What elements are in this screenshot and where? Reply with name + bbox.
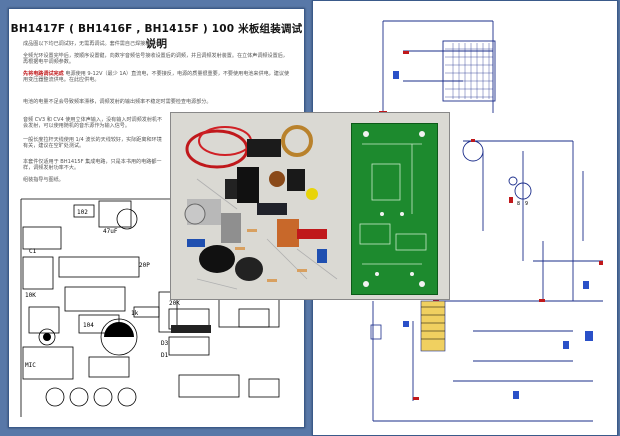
- svg-text:102: 102: [77, 209, 88, 216]
- paragraph-5: 一般长度拉杆天线使用 1/4 波长的天线较好，实际距离和环境有关，建议在空旷处测…: [23, 137, 162, 150]
- circuit-schematic: 8 9: [370, 20, 603, 422]
- paragraph-intro: 成品图以下均已调试好，无需再调试。套件需自己焊接和调试。: [23, 41, 166, 47]
- pcb-silkscreen-diagram: C1 102 47uF 10K 20P 104 1k 20K MIC AU_in…: [20, 198, 289, 417]
- svg-text:8: 8: [517, 201, 520, 207]
- paragraph-3: 电池的电量不足会导致频率漂移，调频发射的输出频率不稳定时需要检查电源部分。: [23, 99, 212, 105]
- svg-text:C1: C1: [29, 248, 37, 255]
- page-title: BH1417F ( BH1416F , BH1415F ) 100 米板组装调试…: [10, 23, 303, 50]
- pcb-traces: [359, 131, 427, 287]
- svg-text:10K: 10K: [25, 292, 36, 299]
- svg-text:47uF: 47uF: [103, 228, 118, 235]
- svg-text:9: 9: [525, 201, 528, 207]
- paragraph-6: 本套件仅适用于 BH1415F 集成电路，只是本书用的电路都一样，调频发射功率不…: [23, 159, 162, 172]
- paragraph-7: 组装指导与图纸。: [23, 177, 64, 183]
- svg-text:D1: D1: [161, 352, 169, 359]
- paragraph-1: 全频光环设置完毕后，按顺序设置键，向数字音频信号接收设置后的调频，并且调频发射装…: [23, 53, 288, 66]
- svg-text:104: 104: [83, 322, 94, 329]
- svg-text:1k: 1k: [131, 310, 139, 317]
- pcb-board: [351, 123, 438, 295]
- highlight-text: 先将电路调试完成: [23, 71, 64, 77]
- svg-text:MIC: MIC: [25, 362, 36, 369]
- kit-photo: [170, 112, 450, 300]
- svg-text:20K: 20K: [169, 300, 180, 307]
- svg-text:20P: 20P: [139, 262, 150, 269]
- document-page-right: 8 9: [312, 0, 618, 436]
- paragraph-4: 音频 CV3 和 CV4 使用立体声输入，没有输入时调频发射机不会发射，可以使用…: [23, 117, 163, 130]
- paragraph-2: 先将电路调试完成 电源使用 9-12V（最少 1A）直流电，不要接反，电源的质量…: [23, 71, 290, 84]
- components-pile: [184, 125, 338, 290]
- svg-text:D3: D3: [161, 340, 169, 347]
